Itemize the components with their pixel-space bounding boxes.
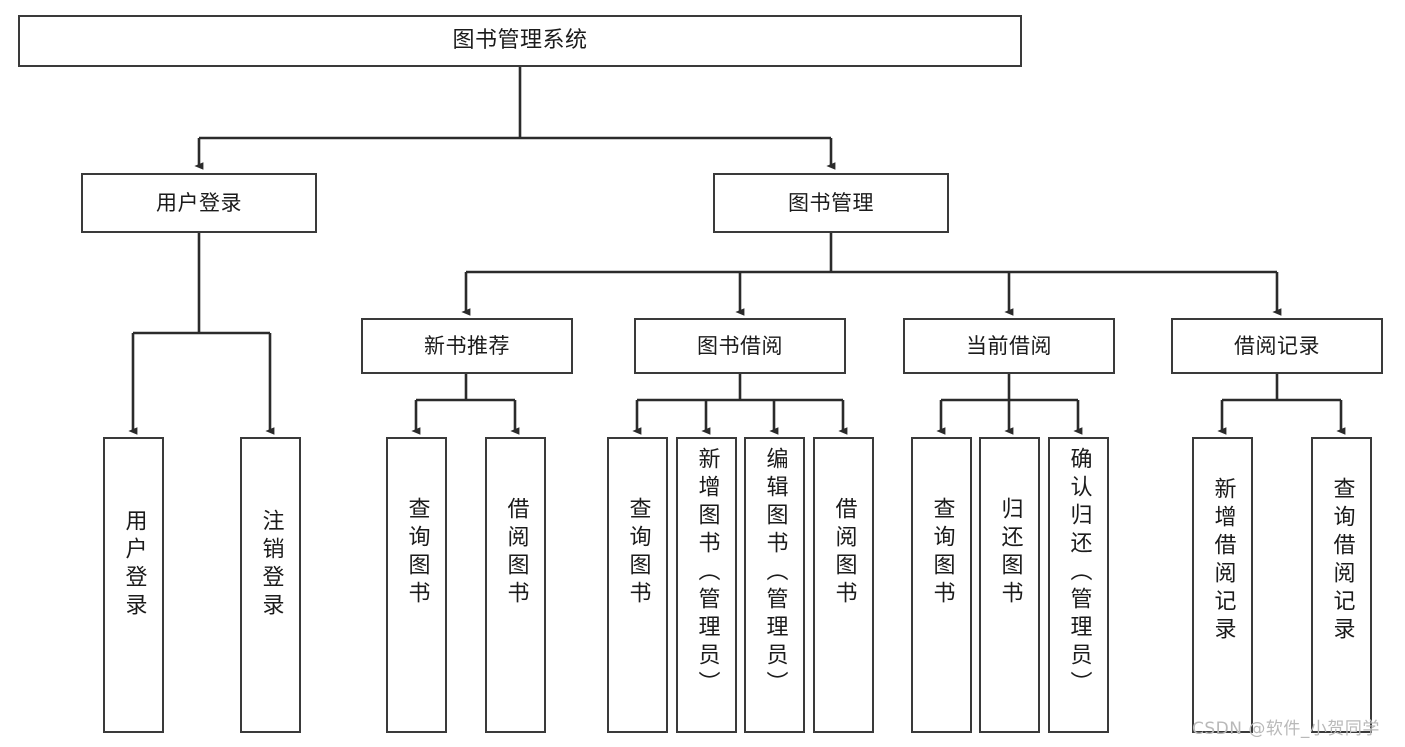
leaf-borrow-borrow-book[interactable]: 借阅图书: [813, 437, 874, 733]
node-label: 借阅图书: [831, 497, 857, 609]
leaf-current-return-book[interactable]: 归还图书: [979, 437, 1040, 733]
leaf-current-confirm-return-admin[interactable]: 确认归还（管理员）: [1048, 437, 1109, 733]
leaf-record-add-borrow-record[interactable]: 新增借阅记录: [1192, 437, 1253, 733]
node-book-borrow[interactable]: 图书借阅: [634, 318, 846, 374]
node-new-book-recommend[interactable]: 新书推荐: [361, 318, 573, 374]
node-label: 确认归还（管理员）: [1066, 447, 1092, 699]
node-label: 图书借阅: [697, 333, 783, 358]
node-current-borrow[interactable]: 当前借阅: [903, 318, 1115, 374]
node-label: 注销登录: [258, 509, 284, 621]
node-label: 当前借阅: [966, 333, 1052, 358]
leaf-record-query-borrow-record[interactable]: 查询借阅记录: [1311, 437, 1372, 733]
node-label: 借阅图书: [503, 497, 529, 609]
node-label: 归还图书: [997, 497, 1023, 609]
node-label: 图书管理: [788, 190, 874, 215]
node-book-management[interactable]: 图书管理: [713, 173, 949, 233]
node-root-book-management-system[interactable]: 图书管理系统: [18, 15, 1022, 67]
leaf-borrow-add-book-admin[interactable]: 新增图书（管理员）: [676, 437, 737, 733]
leaf-borrow-query-book[interactable]: 查询图书: [607, 437, 668, 733]
leaf-current-query-book[interactable]: 查询图书: [911, 437, 972, 733]
csdn-watermark: CSDN @软件_小贺同学: [1192, 719, 1380, 739]
node-label: 用户登录: [156, 190, 242, 215]
node-borrow-record[interactable]: 借阅记录: [1171, 318, 1383, 374]
node-label: 新增图书（管理员）: [694, 447, 720, 699]
node-label: 编辑图书（管理员）: [762, 447, 788, 699]
leaf-new-book-borrow[interactable]: 借阅图书: [485, 437, 546, 733]
node-label: 用户登录: [121, 509, 147, 621]
node-label: 图书管理系统: [452, 28, 588, 54]
node-label: 查询图书: [625, 497, 651, 609]
node-label: 新书推荐: [424, 333, 510, 358]
node-label: 查询借阅记录: [1329, 477, 1355, 645]
leaf-user-login-signout[interactable]: 注销登录: [240, 437, 301, 733]
leaf-new-book-query[interactable]: 查询图书: [386, 437, 447, 733]
node-label: 查询图书: [404, 497, 430, 609]
node-user-login[interactable]: 用户登录: [81, 173, 317, 233]
leaf-user-login-signin[interactable]: 用户登录: [103, 437, 164, 733]
node-label: 借阅记录: [1234, 333, 1320, 358]
node-label: 新增借阅记录: [1210, 477, 1236, 645]
leaf-borrow-edit-book-admin[interactable]: 编辑图书（管理员）: [744, 437, 805, 733]
node-label: 查询图书: [929, 497, 955, 609]
